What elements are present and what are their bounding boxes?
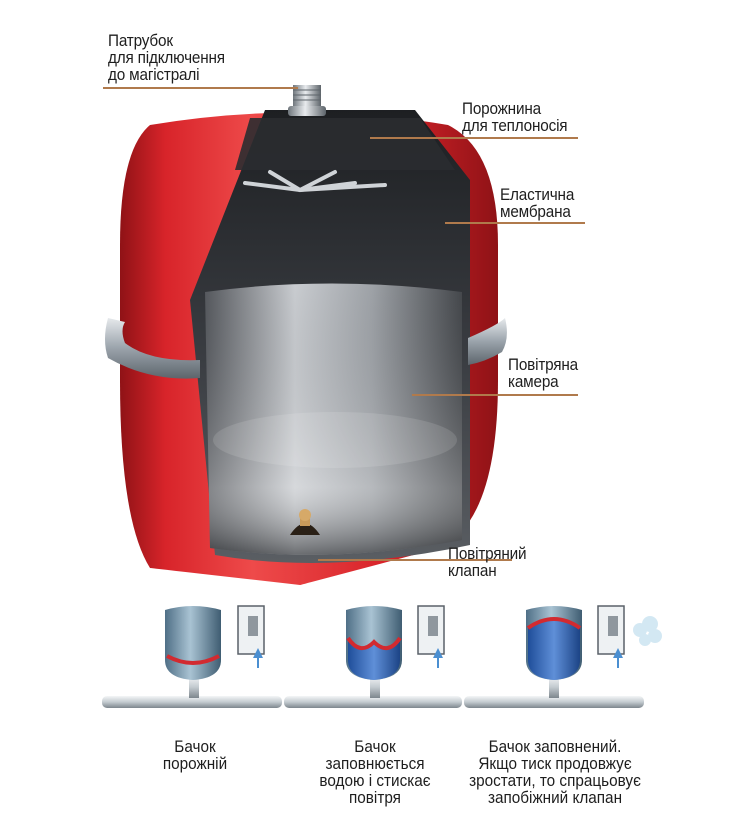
stage-full-graphic — [464, 605, 662, 708]
caption-stage-full: Бачок заповнений. Якщо тиск продовжує зр… — [469, 737, 641, 807]
tank-cutaway-illustration — [103, 85, 585, 585]
label-elastic-membrane: Еластична мембрана — [500, 185, 575, 221]
operation-stages-illustration — [102, 605, 662, 708]
stage-filling-graphic — [284, 605, 462, 708]
caption-stage-filling: Бачок заповнюється водою і стискає повіт… — [319, 737, 431, 807]
label-air-chamber: Повітряна камера — [508, 355, 579, 391]
steel-band-left — [105, 318, 200, 379]
relief-vapor-icon — [633, 616, 662, 646]
stage-empty-graphic — [102, 605, 282, 708]
label-connection-pipe: Патрубок для підключення до магістралі — [108, 31, 225, 84]
label-heat-carrier-cavity: Порожнина для теплоносія — [462, 99, 568, 135]
caption-stage-empty: Бачок порожній — [162, 737, 228, 773]
steel-band-right — [468, 318, 507, 365]
label-air-valve: Повітряний клапан — [448, 544, 527, 580]
